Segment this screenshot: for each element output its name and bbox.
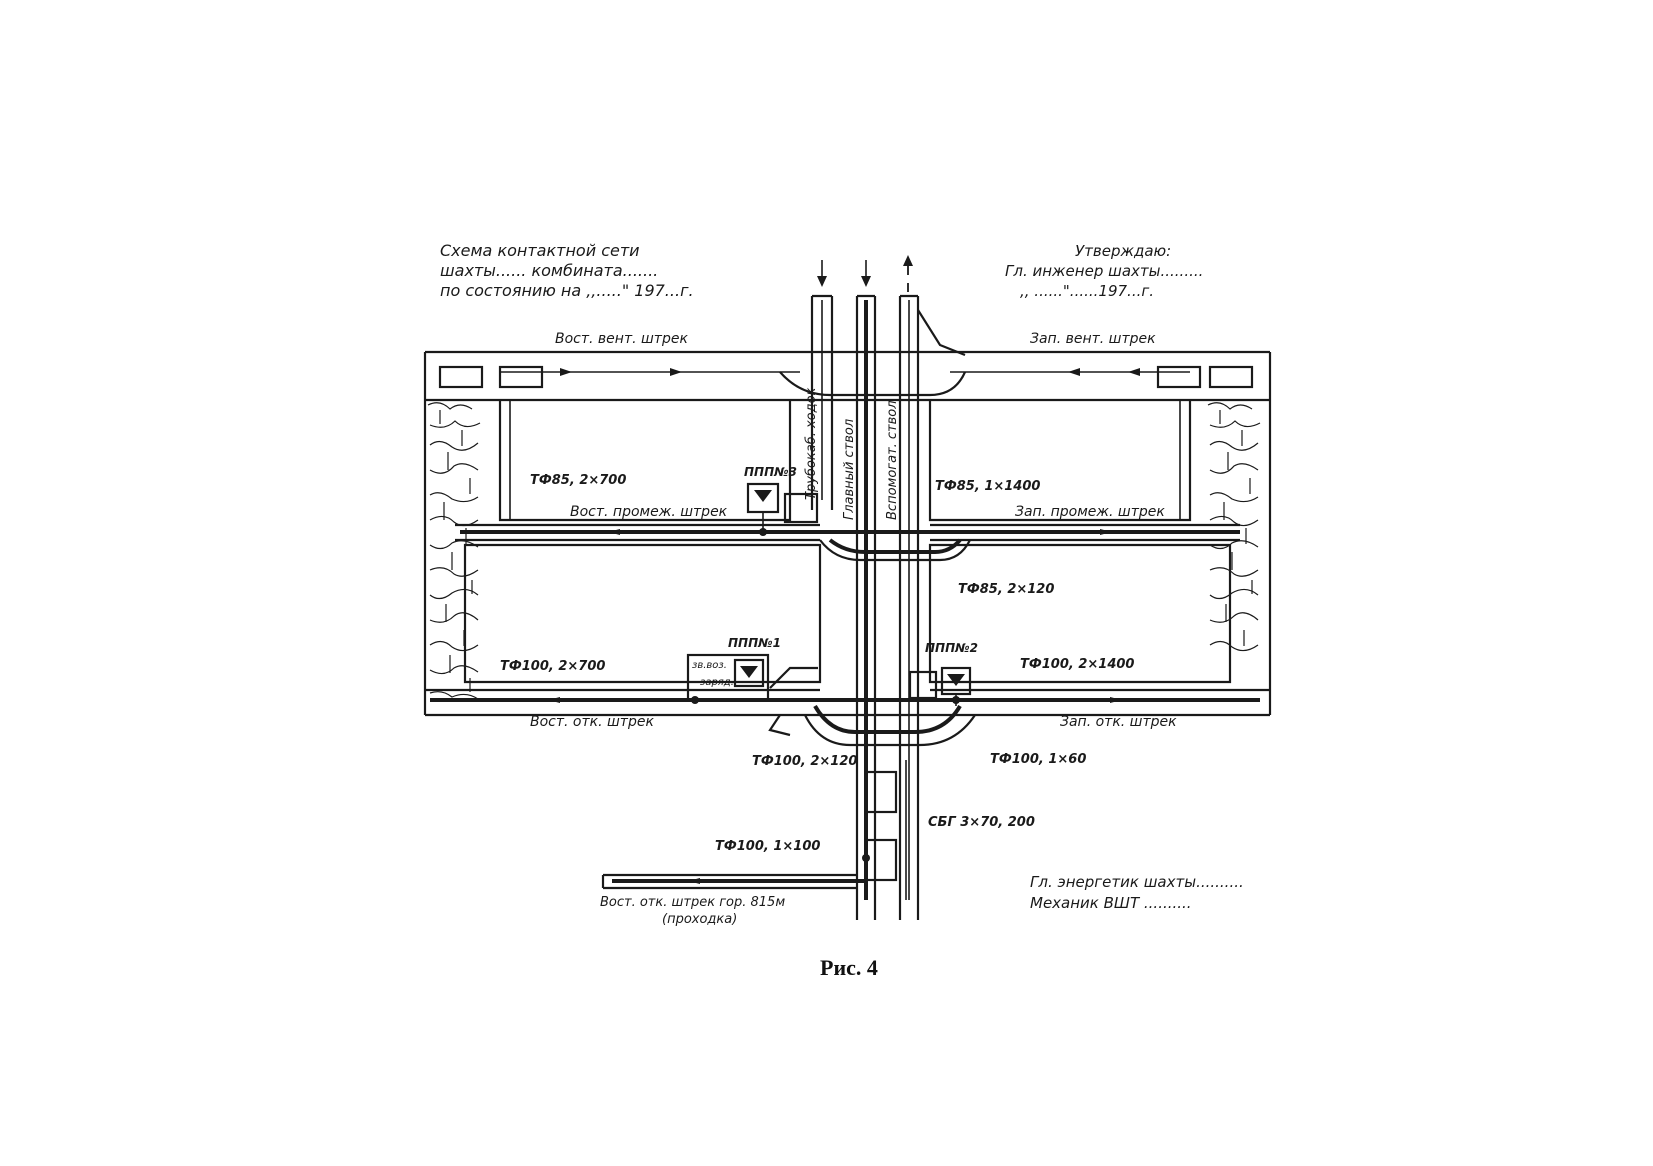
shaft-flow-arrows — [817, 255, 913, 292]
cable-label-c9: ТФ100, 1×100 — [715, 839, 820, 854]
label-west-vent-drift: Зап. вент. штрек — [1030, 331, 1156, 347]
rock-hatch-right — [1207, 402, 1261, 652]
chamber-east-1 — [1156, 365, 1202, 389]
cable-label-c8: СБГ 3×70, 200 — [928, 815, 1035, 830]
cable-label-c6: ТФ100, 2×120 — [752, 754, 857, 769]
label-east-mid-drift: Вост. промеж. штрек — [570, 504, 728, 520]
label-lower-haul-drift-1: Вост. отк. штрек гор. 815м — [600, 895, 785, 910]
label-east-haul-drift: Вост. отк. штрек — [530, 714, 654, 730]
label-east-vent-drift: Вост. вент. штрек — [555, 331, 688, 347]
shaft-bottom — [862, 760, 907, 900]
stope-lower-east — [928, 543, 1232, 684]
substation-pp1 — [686, 653, 818, 704]
label-charging-1: зв.воз. — [692, 660, 727, 671]
stope-upper-east — [928, 400, 1192, 522]
header-left-line3: по состоянию на ,,....." 197...г. — [440, 281, 694, 300]
header-right-line3: ,, ......"......197...г. — [1020, 282, 1154, 300]
label-west-mid-drift: Зап. промеж. штрек — [1015, 504, 1165, 520]
label-substation-pp3: ППП№3 — [744, 465, 797, 479]
cable-label-c4: ТФ100, 2×700 — [500, 659, 605, 674]
shaft-main — [855, 294, 877, 920]
shaft-aux-label: Вспомогат. ствол — [885, 400, 900, 520]
cable-label-c1: ТФ85, 2×700 — [530, 473, 626, 488]
stope-upper-west — [498, 400, 792, 522]
flow-arrows — [548, 368, 1140, 884]
label-substation-pp2: ППП№2 — [925, 641, 978, 655]
label-substation-pp1: ППП№1 — [728, 636, 781, 650]
shaft-main-label: Главный ствол — [842, 419, 857, 520]
chamber-east-2 — [1208, 365, 1254, 389]
substation-pp3 — [746, 482, 819, 536]
header-left-line2: шахты...... комбината....... — [440, 261, 658, 280]
signature-mechanic: Механик ВШТ .......... — [1030, 894, 1192, 912]
cable-label-c5: ТФ100, 2×1400 — [1020, 657, 1134, 672]
vent-drift — [423, 350, 1272, 715]
stope-lower-west — [463, 543, 822, 684]
header-left: Схема контактной сети шахты...... комбин… — [440, 241, 694, 300]
signature-energy: Гл. энергетик шахты.......... — [1030, 873, 1244, 891]
header-right-line1: Утверждаю: — [1075, 242, 1171, 260]
cable-label-c2: ТФ85, 1×1400 — [935, 479, 1040, 494]
cable-label-c3: ТФ85, 2×120 — [958, 582, 1054, 597]
lower-haulage-drift — [601, 873, 866, 890]
header-right-line2: Гл. инженер шахты......... — [1005, 262, 1203, 280]
label-charging-2: заряд. — [700, 677, 734, 688]
figure-caption: Рис. 4 — [820, 955, 878, 980]
cable-label-c7: ТФ100, 1×60 — [990, 752, 1086, 767]
shaft-pipe-cable-label: Трубокаб. ходок — [804, 387, 819, 500]
header-right: Утверждаю: Гл. инженер шахты......... ,,… — [1005, 242, 1203, 300]
label-west-haul-drift: Зап. отк. штрек — [1060, 714, 1177, 730]
label-lower-haul-drift-2: (проходка) — [662, 912, 737, 927]
substation-pp2 — [908, 666, 972, 706]
header-left-line1: Схема контактной сети — [440, 241, 640, 260]
rock-hatch-left — [427, 402, 481, 700]
intermediate-drift — [455, 523, 1240, 562]
chamber-west-2 — [498, 365, 544, 389]
chamber-west-1 — [438, 365, 484, 389]
